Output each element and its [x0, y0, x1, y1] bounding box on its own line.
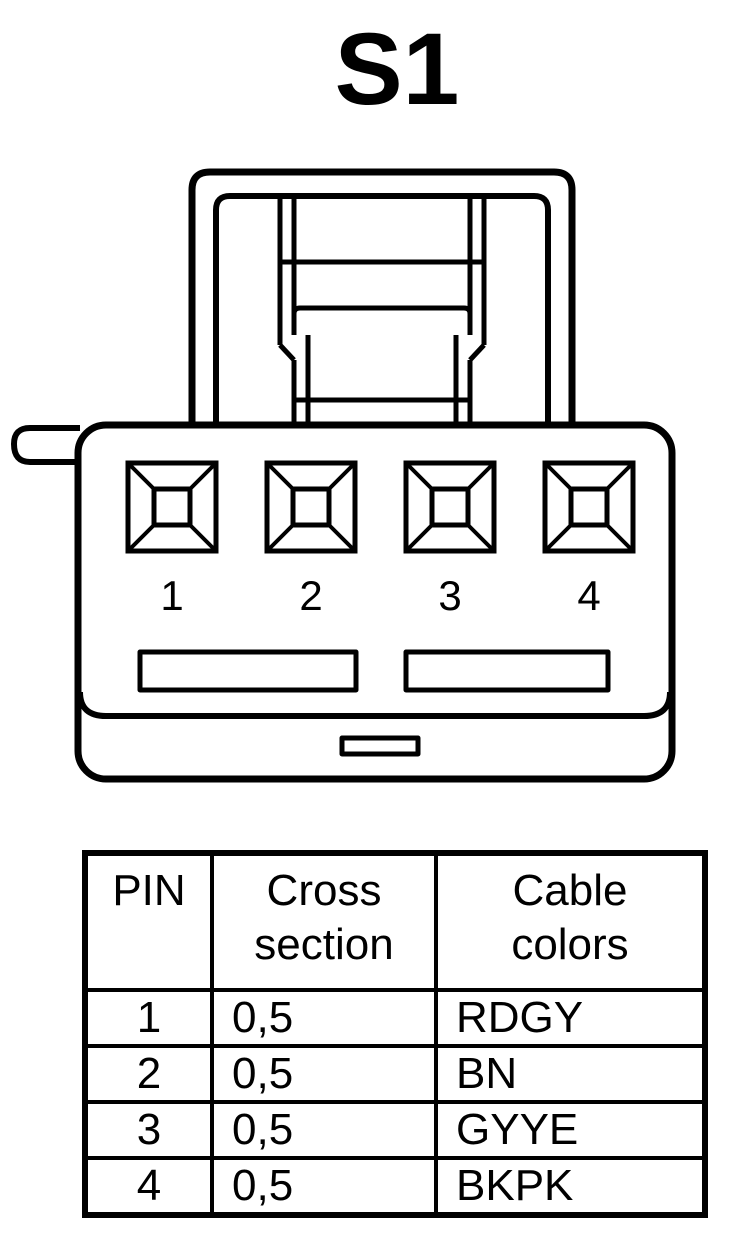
latch-inner — [213, 193, 551, 425]
housing-window-left — [137, 649, 359, 693]
cell-cross-section: 0,5 — [210, 1044, 438, 1104]
cell-cable-color: BN — [434, 1044, 707, 1104]
cell-cross-section: 0,5 — [210, 988, 438, 1048]
pin-number-label: 2 — [299, 572, 322, 619]
cell-pin: 4 — [83, 1156, 214, 1217]
header-pin: PIN — [83, 851, 214, 992]
pin-cavity-3 — [403, 460, 497, 554]
header-cable-colors-line1: Cable — [512, 866, 628, 915]
pin-number-label: 3 — [438, 572, 461, 619]
pin-cavity-4 — [542, 460, 636, 554]
latch-outer — [188, 168, 576, 425]
connector-housing — [74, 421, 676, 783]
header-cross-section-line1: Cross — [266, 866, 382, 915]
cell-pin: 2 — [83, 1044, 214, 1104]
cell-pin: 3 — [83, 1100, 214, 1160]
table-row: 3 0,5 GYYE — [83, 1100, 707, 1160]
cell-cable-color: BKPK — [434, 1156, 707, 1217]
diagram-title: S1 — [335, 12, 460, 126]
header-cross-section: Cross section — [210, 851, 438, 992]
cell-cable-color: GYYE — [434, 1100, 707, 1160]
header-cable-colors: Cable colors — [434, 851, 707, 992]
side-tab — [11, 425, 80, 465]
cell-cross-section: 0,5 — [210, 1156, 438, 1217]
table-row: 2 0,5 BN — [83, 1044, 707, 1104]
table-row: 1 0,5 RDGY — [83, 988, 707, 1048]
header-cable-colors-line2: colors — [511, 920, 629, 969]
pin-number-label: 4 — [577, 572, 600, 619]
cell-pin: 1 — [83, 988, 214, 1048]
pin-cavity-1 — [125, 460, 219, 554]
cell-cross-section: 0,5 — [210, 1100, 438, 1160]
table-header-row: PIN Cross section Cable colors — [83, 851, 707, 992]
header-cross-section-line2: section — [254, 920, 394, 969]
housing-front-face — [77, 691, 673, 719]
pin-cavities: 1 2 3 4 — [125, 460, 636, 619]
lock-tab — [277, 196, 487, 425]
pin-assignment-table: PIN Cross section Cable colors 1 0,5 RDG… — [82, 850, 708, 1218]
housing-window-right — [403, 649, 611, 693]
coding-slot — [339, 735, 421, 757]
pin-cavity-2 — [264, 460, 358, 554]
cell-cable-color: RDGY — [434, 988, 707, 1048]
table-row: 4 0,5 BKPK — [83, 1156, 707, 1217]
pin-number-label: 1 — [160, 572, 183, 619]
connector-drawing: S1 1 2 3 — [11, 12, 676, 783]
